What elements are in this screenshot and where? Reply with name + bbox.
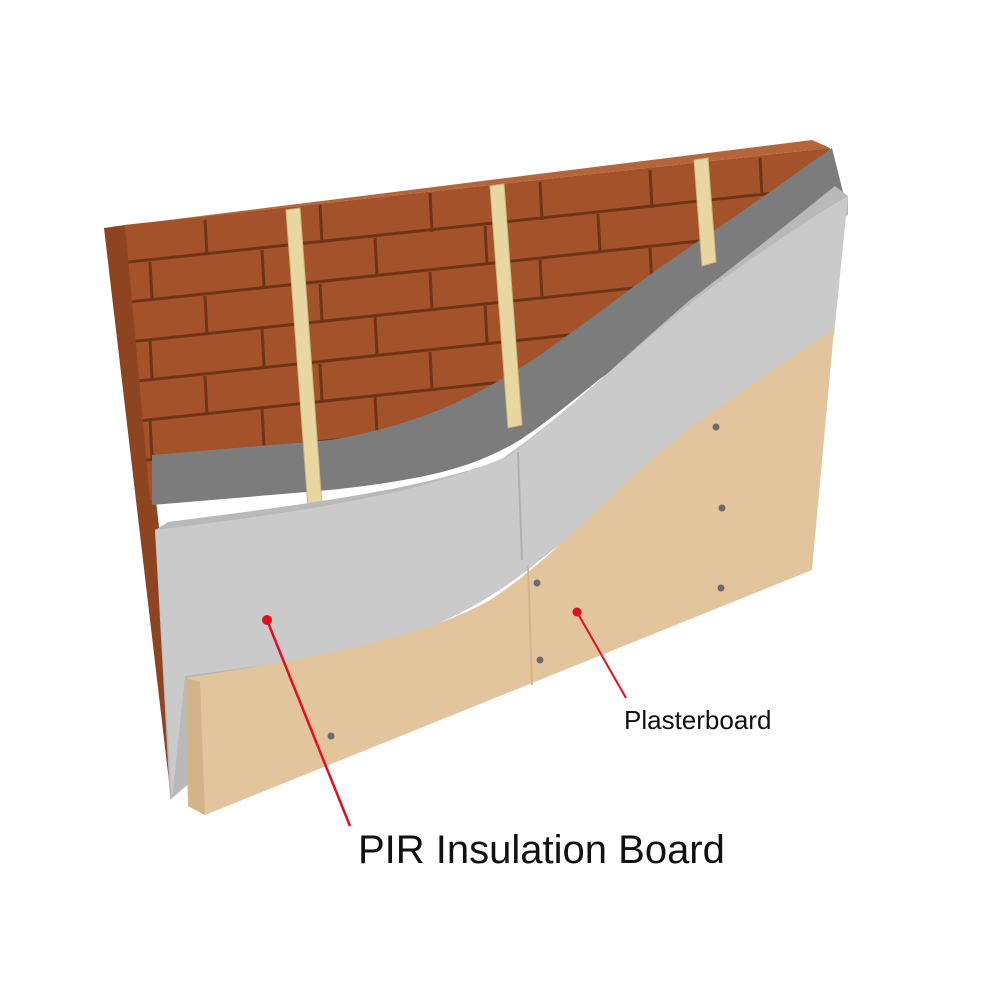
- plasterboard: [186, 330, 834, 815]
- screw: [536, 656, 544, 664]
- insulation-face: [155, 196, 848, 800]
- screw: [327, 732, 335, 740]
- membrane-face: [152, 148, 845, 505]
- plasterboard-pointer-dot: [572, 607, 582, 617]
- plasterboard-face: [186, 330, 834, 815]
- callout-pointers: [262, 607, 627, 827]
- pir-pointer-dot: [262, 615, 272, 625]
- batten-2: [489, 183, 523, 429]
- screw: [717, 584, 725, 592]
- pir-insulation-board: [155, 186, 848, 800]
- plasterboard-edge: [186, 678, 205, 815]
- battens: [285, 157, 717, 508]
- brick-wall-top: [104, 140, 830, 228]
- insulation-joint: [517, 451, 523, 561]
- pir-insulation-board-label: PIR Insulation Board: [358, 828, 725, 872]
- batten-3: [693, 157, 717, 267]
- plasterboard-pointer-line: [576, 611, 627, 699]
- membrane-layer: [152, 148, 845, 505]
- screw: [712, 423, 720, 431]
- plasterboard-label: Plasterboard: [624, 705, 772, 735]
- screw: [533, 579, 541, 587]
- screw: [718, 504, 726, 512]
- pir-pointer-line: [265, 619, 352, 827]
- plasterboard-joint: [527, 565, 533, 686]
